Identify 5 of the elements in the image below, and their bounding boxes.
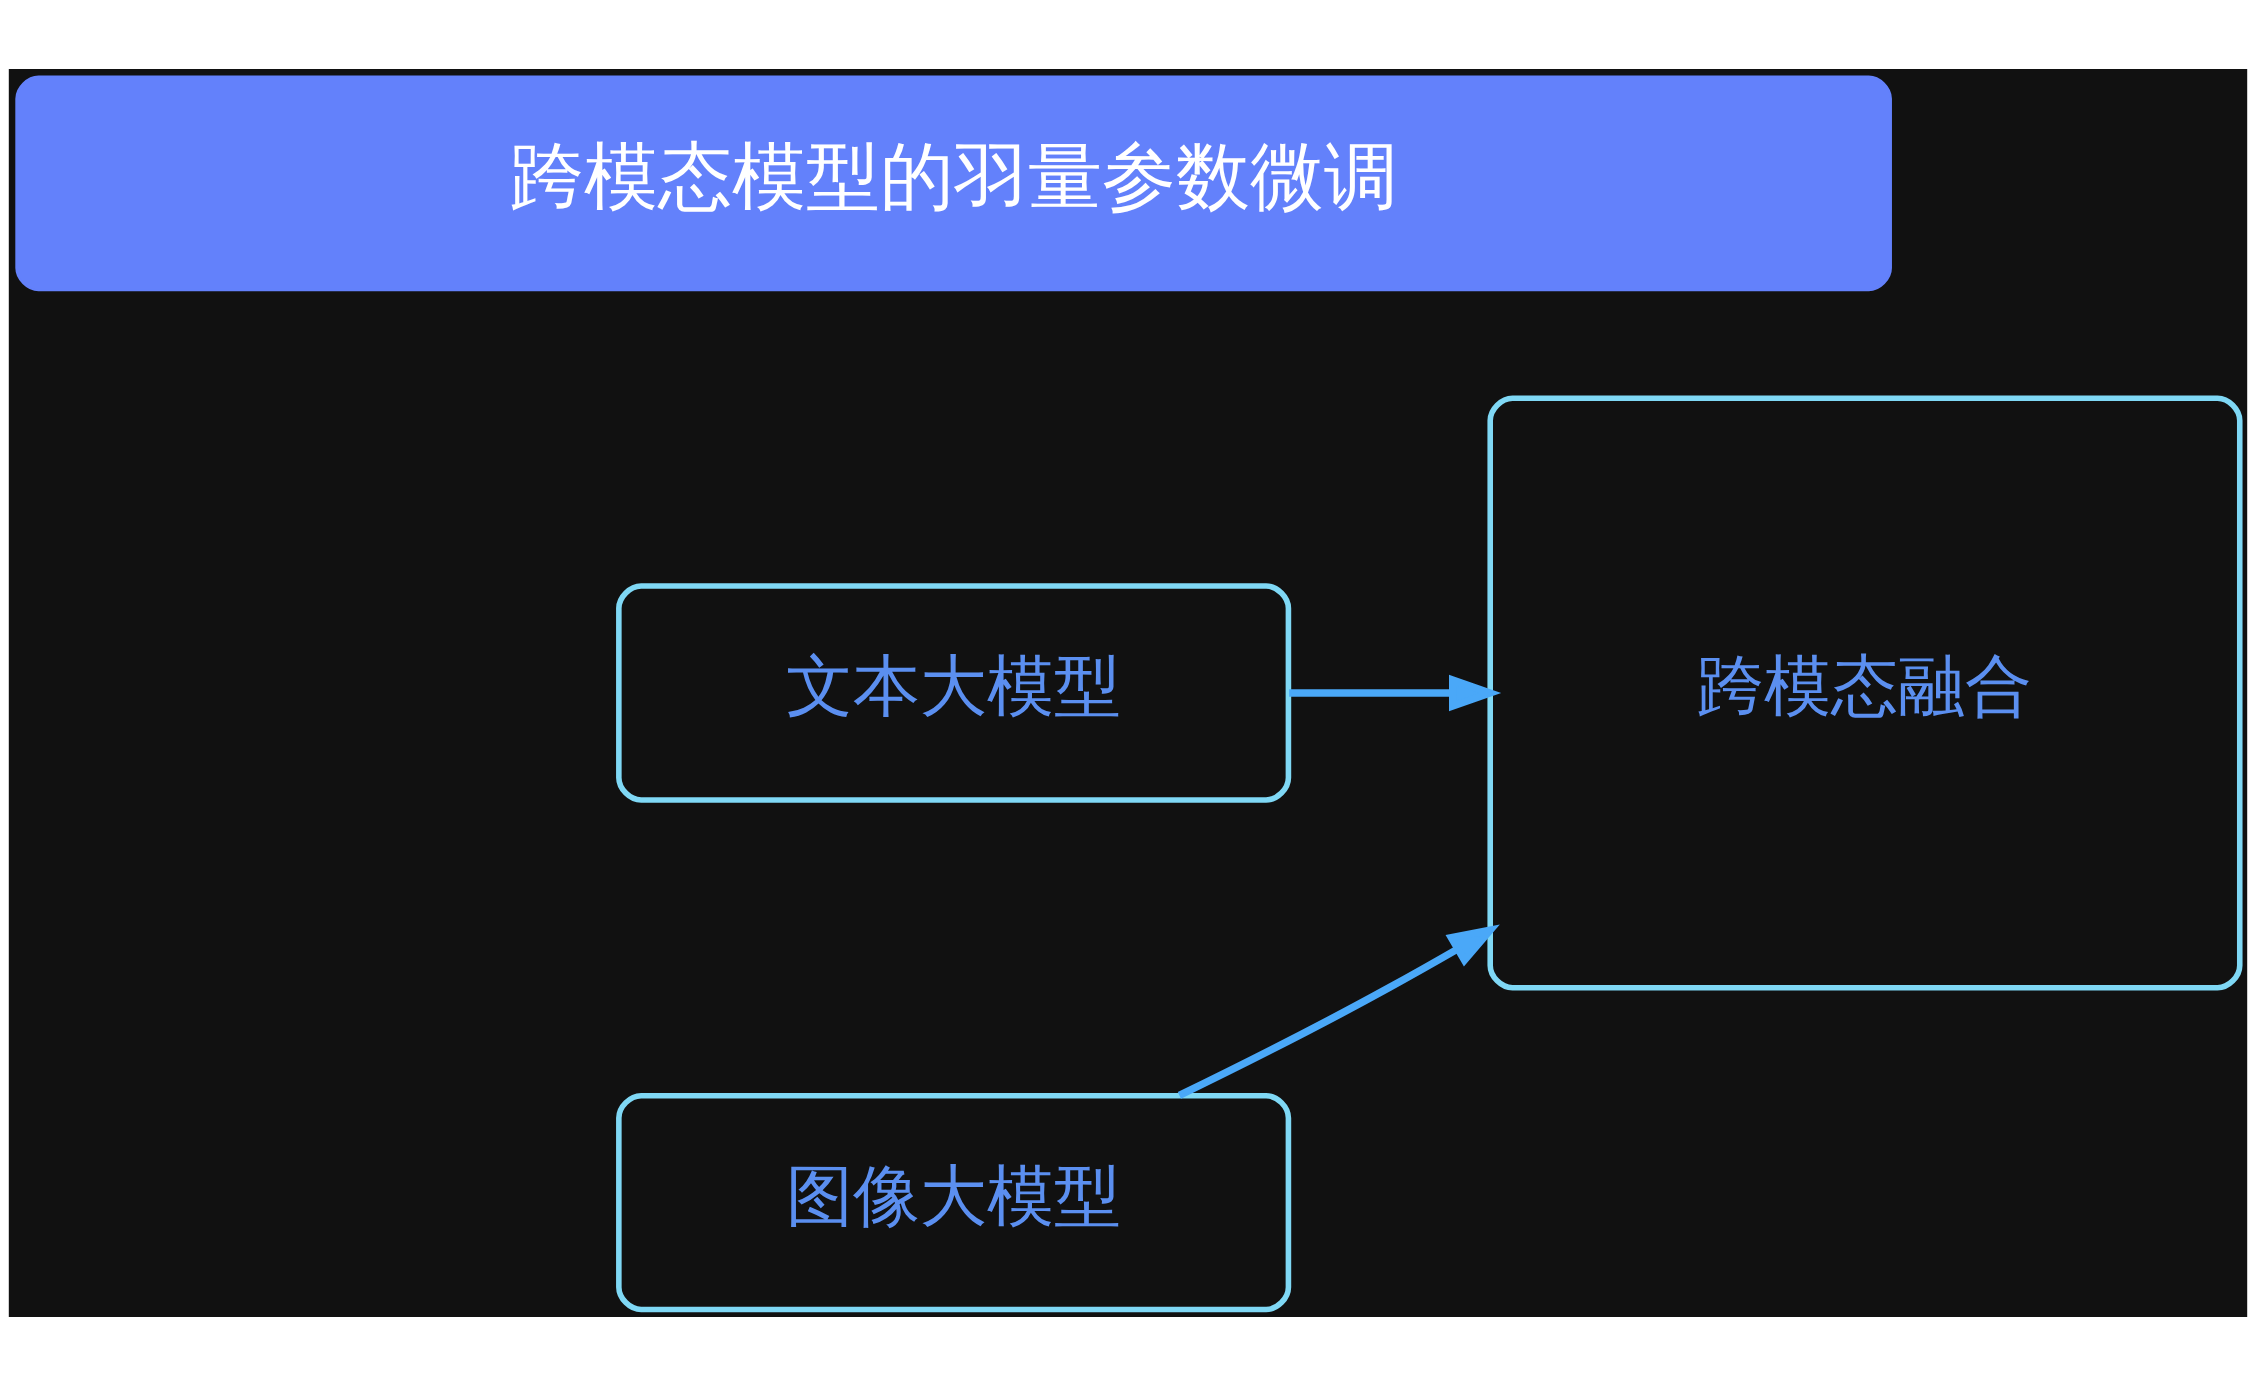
node-box: 文本大模型	[616, 582, 1292, 803]
node-box: 跨模态模型的羽量参数微调	[15, 75, 1892, 291]
node-box: 图像大模型	[616, 1092, 1292, 1312]
arrow	[1177, 923, 1500, 1099]
node-box: 跨模态融合	[1487, 394, 2243, 991]
